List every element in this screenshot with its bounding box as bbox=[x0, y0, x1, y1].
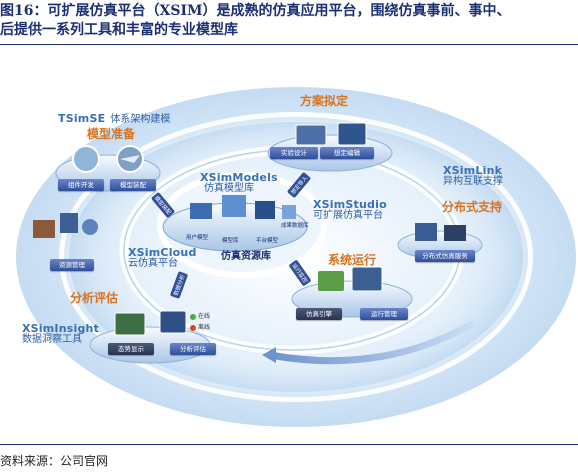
scenario-edit-icon bbox=[337, 122, 367, 146]
model-lib-icon bbox=[222, 195, 246, 217]
status-offline: 离线 bbox=[190, 322, 210, 331]
cycle-arrow bbox=[266, 321, 474, 365]
xsimstudio-label: XSimStudio 可扩展仿真平台 bbox=[313, 199, 387, 221]
user-model-icon bbox=[190, 203, 212, 219]
situation-display-button[interactable]: 态势显示 bbox=[108, 343, 154, 355]
caption-divider bbox=[0, 44, 578, 45]
situation-display-icon bbox=[114, 312, 146, 336]
xsimcloud-label: XSimCloud 云仿真平台 bbox=[128, 247, 197, 269]
system-run-title: 系统运行 bbox=[328, 253, 377, 267]
status-online: 在线 bbox=[190, 311, 210, 320]
xsimmodels-label: XSimModels 仿真模型库 bbox=[200, 172, 278, 194]
model-prep-title: 模型准备 bbox=[87, 127, 136, 141]
analysis-eval-button[interactable]: 分析评估 bbox=[170, 343, 216, 355]
resource-pc-icon bbox=[60, 213, 78, 233]
xsimmodels-title: XSimModels bbox=[200, 171, 278, 184]
experiment-design-button[interactable]: 实验设计 bbox=[270, 147, 318, 159]
xsimcloud-subtitle: 云仿真平台 bbox=[128, 257, 178, 269]
resource-manage-button[interactable]: 资源管理 bbox=[50, 259, 94, 271]
tsimse-title: TSimSE bbox=[58, 112, 106, 125]
tag-model-lib: 模型库 bbox=[222, 238, 239, 244]
model-assembly-button[interactable]: 模型装配 bbox=[110, 179, 156, 191]
xsimcloud-title: XSimCloud bbox=[128, 246, 197, 259]
experiment-design-icon bbox=[295, 124, 327, 146]
engine-icon bbox=[318, 271, 344, 291]
run-manage-button[interactable]: 运行管理 bbox=[360, 308, 408, 320]
distributed-service-button[interactable]: 分布式仿真服务 bbox=[415, 250, 475, 262]
xsimlink-label: XSimLink 异构互联支撑 bbox=[443, 165, 503, 187]
component-dev-button[interactable]: 组件开发 bbox=[58, 179, 104, 191]
offline-dot-icon bbox=[190, 324, 196, 331]
server-icon bbox=[415, 223, 437, 241]
resource-user-icon bbox=[82, 219, 98, 235]
xsimstudio-subtitle: 可扩展仿真平台 bbox=[313, 209, 383, 221]
platform-model-icon bbox=[255, 201, 275, 219]
xsiminsight-title: XSimInsight bbox=[22, 322, 100, 335]
xsimstudio-title: XSimStudio bbox=[313, 198, 387, 211]
figure-caption-line-1: 图16：可扩展仿真平台（XSIM）是成熟的仿真应用平台，围绕仿真事前、事中、 bbox=[0, 3, 511, 19]
resource-box-icon bbox=[33, 220, 55, 238]
xsiminsight-subtitle: 数据洞察工具 bbox=[22, 333, 82, 345]
online-dot-icon bbox=[190, 313, 196, 320]
xsiminsight-label: XSimInsight 数据洞察工具 bbox=[22, 323, 99, 345]
cycle-arrow-head bbox=[262, 347, 276, 363]
scheme-title: 方案拟定 bbox=[300, 94, 349, 108]
xsim-platform-diagram bbox=[16, 87, 576, 427]
scenario-edit-button[interactable]: 想定编辑 bbox=[320, 147, 374, 159]
analysis-eval-icon bbox=[159, 310, 187, 334]
sim-engine-button[interactable]: 仿真引擎 bbox=[296, 308, 342, 320]
tag-user-model: 用户模型 bbox=[186, 235, 209, 241]
xsimlink-title: XSimLink bbox=[443, 164, 503, 177]
aircraft-icon bbox=[120, 155, 140, 163]
component-dev-icon bbox=[72, 145, 100, 173]
tag-platform-model: 平台模型 bbox=[256, 238, 279, 244]
analysis-title: 分析评估 bbox=[70, 291, 119, 305]
result-db-icon bbox=[282, 205, 296, 219]
source-note: 资料来源：公司官网 bbox=[0, 454, 109, 468]
source-divider bbox=[0, 444, 578, 445]
tsimse-subtitle: 体系架构建模 bbox=[110, 114, 171, 125]
workstation-icon bbox=[444, 225, 466, 241]
run-manage-icon bbox=[351, 266, 383, 292]
tsimse-label: TSimSE 体系架构建模 bbox=[58, 109, 170, 126]
figure-caption-line-2: 后提供一系列工具和丰富的专业模型库 bbox=[0, 22, 238, 38]
resource-lib-label: 仿真资源库 bbox=[221, 251, 271, 262]
xsimlink-subtitle: 异构互联支撑 bbox=[443, 175, 503, 187]
xsimmodels-subtitle: 仿真模型库 bbox=[204, 182, 254, 194]
tag-result-db: 成果数据库 bbox=[281, 223, 309, 229]
distributed-title: 分布式支持 bbox=[442, 200, 503, 214]
